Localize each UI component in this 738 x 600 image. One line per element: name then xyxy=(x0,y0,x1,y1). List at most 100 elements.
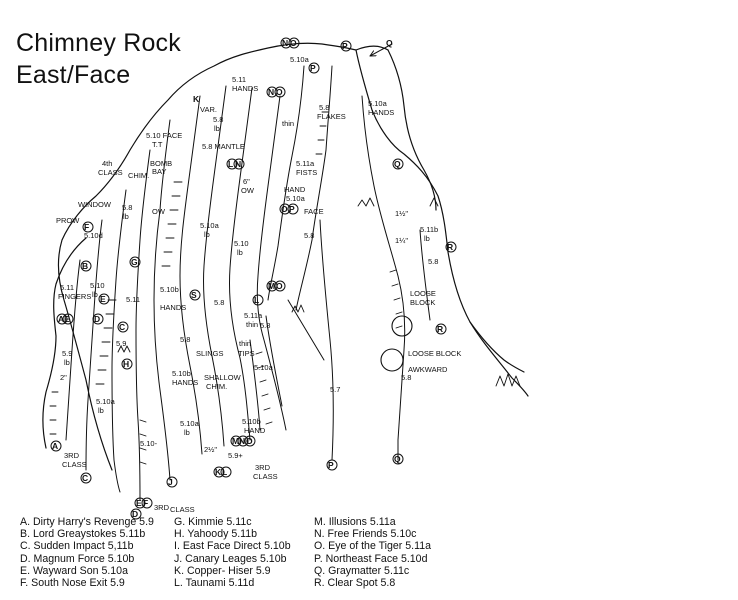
svg-text:M: M xyxy=(268,281,275,291)
marker-bottom-e: E xyxy=(134,497,146,509)
label-59-lb: lb xyxy=(64,358,70,367)
marker-bottom-f: F xyxy=(141,497,153,509)
legend-item-p: P. Northeast Face 5.10d xyxy=(314,552,428,565)
legend-item-k: K. Copper- Hiser 5.9 xyxy=(174,564,271,577)
svg-text:R: R xyxy=(437,324,443,334)
svg-text:N: N xyxy=(239,436,245,446)
bush-symbols xyxy=(117,197,521,387)
rock-outline xyxy=(42,42,529,471)
label-58-lb: 5.8 xyxy=(122,203,132,212)
svg-text:E: E xyxy=(136,498,142,508)
marker-b: B xyxy=(80,260,92,272)
svg-text:N: N xyxy=(282,38,288,48)
svg-text:L: L xyxy=(254,295,259,305)
marker-bottom-l: L xyxy=(220,466,232,478)
legend-item-n: N. Free Friends 5.10c xyxy=(314,528,417,541)
loose-block-shapes xyxy=(380,315,413,372)
legend-item-l: L. Taunami 5.11d xyxy=(174,577,255,590)
marker-g: G xyxy=(129,256,141,268)
marker-e: E xyxy=(98,293,110,305)
label-58-awkward: 5.8 xyxy=(401,373,411,382)
label-hands-c: HANDS xyxy=(172,378,198,387)
label-shallow: SHALLOW xyxy=(204,373,242,382)
svg-text:K: K xyxy=(215,467,222,477)
label-510-mid-lb: lb xyxy=(237,248,243,257)
label-class-a: CLASS xyxy=(62,460,87,469)
label-59-k: 5.9+ xyxy=(228,451,243,460)
svg-text:Q: Q xyxy=(394,159,401,169)
legend-item-h: H. Yahoody 5.11b xyxy=(174,528,258,541)
label-511-fingers: 5.11 xyxy=(60,283,74,292)
label-window: WINDOW xyxy=(78,200,112,209)
label-3rd-a: 3RD xyxy=(64,451,80,460)
marker-mid-o: O xyxy=(279,203,291,215)
marker-upper-n: N xyxy=(266,86,278,98)
label-3rd-m: 3RD xyxy=(255,463,271,472)
label-510b-h: 5.10b xyxy=(160,285,179,294)
legend-item-d: D. Magnum Force 5.10b xyxy=(20,552,135,565)
q-arrow xyxy=(369,43,393,57)
legend-item-b: B. Lord Greaystokes 5.11b xyxy=(20,528,146,541)
label-flakes-58: 5.8 xyxy=(319,103,329,112)
marker-bottom-p: P xyxy=(326,459,338,471)
label-510d: 5.10d xyxy=(84,231,103,240)
svg-text:D: D xyxy=(132,509,138,519)
label-chim: CHIM. xyxy=(128,171,149,180)
svg-text:L: L xyxy=(228,159,233,169)
marker-bottom-k: K xyxy=(213,466,225,478)
label-slings: SLINGS xyxy=(196,349,224,358)
svg-text:P: P xyxy=(289,204,295,214)
label-block-1: BLOCK xyxy=(410,298,435,307)
marker-ne-q: Q xyxy=(386,38,393,48)
label-fingers: FINGERS xyxy=(58,292,91,301)
legend-item-r: R. Clear Spot 5.8 xyxy=(314,577,396,590)
svg-text:Q: Q xyxy=(394,454,401,464)
marker-mid-p: P xyxy=(287,203,299,215)
label-58-l: 5.8 xyxy=(214,298,224,307)
svg-text:C: C xyxy=(119,322,125,332)
label-510a-j-lb: lb xyxy=(184,428,190,437)
label-g-510a: 5.10a xyxy=(290,55,310,64)
label-4th: 4th xyxy=(102,159,112,168)
marker-m: M xyxy=(266,280,278,292)
label-var: VAR. xyxy=(200,105,217,114)
label-flakes: FLAKES xyxy=(317,112,346,121)
label-ow-left: OW xyxy=(152,207,166,216)
route-tick-marks xyxy=(49,111,403,465)
legend-item-g: G. Kimmie 5.11c xyxy=(174,516,252,528)
legend-item-e: E. Wayward Son 5.10a xyxy=(20,564,128,577)
label-510-mid: 5.10 xyxy=(234,239,249,248)
svg-text:S: S xyxy=(191,290,197,300)
label-4th-class: CLASS xyxy=(98,168,123,177)
svg-text:G: G xyxy=(131,257,138,267)
label-510-b-lb: lb xyxy=(92,290,98,299)
svg-text:J: J xyxy=(168,477,173,487)
marker-top-o: O xyxy=(288,37,300,49)
label-2-half: 2½" xyxy=(204,445,217,454)
route-labels: 5.10a 5.11 HANDS VAR. 5.8 lb 5.10 FACE T… xyxy=(56,55,461,514)
label-one-half: 1½" xyxy=(395,209,408,218)
svg-text:H: H xyxy=(123,359,129,369)
label-510-b: 5.10 xyxy=(90,281,105,290)
marker-top-p: P xyxy=(340,40,352,52)
marker-bottom-o: O xyxy=(244,435,256,447)
label-510a-right: 5.10a xyxy=(368,99,388,108)
svg-text:A: A xyxy=(58,314,64,324)
legend-column-2: G. Kimmie 5.11c H. Yahoody 5.11b I. East… xyxy=(174,516,291,589)
label-bay: BAY xyxy=(152,167,166,176)
label-2in: 2" xyxy=(60,373,67,382)
marker-upper-o: O xyxy=(274,86,286,98)
svg-text:L: L xyxy=(222,467,227,477)
label-510b-hand: 5.10b xyxy=(242,417,261,426)
label-thin-tips: thin xyxy=(239,339,251,348)
marker-o: O xyxy=(274,280,286,292)
label-ow: OW xyxy=(241,186,255,195)
svg-text:O: O xyxy=(276,281,283,291)
label-hands-h: HANDS xyxy=(160,303,186,312)
label-thin-l: thin xyxy=(246,320,258,329)
marker-r-lower: R xyxy=(435,323,447,335)
marker-top-n: N xyxy=(280,37,292,49)
legend-item-m: M. Illusions 5.11a xyxy=(314,516,396,528)
label-loose-1: LOOSE xyxy=(410,289,436,298)
